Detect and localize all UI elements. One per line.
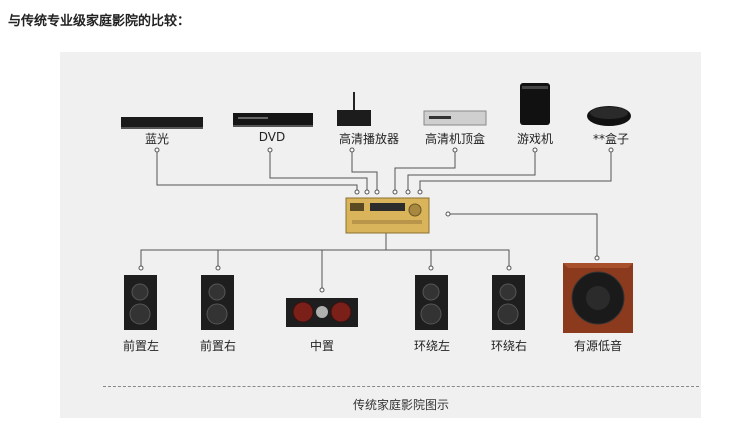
front-left-speaker-icon xyxy=(124,275,157,330)
speaker-label-front-right: 前置右 xyxy=(199,339,237,353)
dvd-player-icon xyxy=(233,113,313,127)
wire-bluray xyxy=(156,150,358,192)
source-label-dvd: DVD xyxy=(258,130,286,144)
wire-console xyxy=(407,150,536,192)
source-label-box: **盒子 xyxy=(592,132,630,146)
wire-stb xyxy=(394,150,456,192)
speaker-label-center: 中置 xyxy=(309,339,335,353)
connection-lines xyxy=(140,150,612,290)
wire-hd-player xyxy=(351,150,378,192)
front-right-speaker-icon xyxy=(201,275,234,330)
av-receiver-icon xyxy=(345,197,430,234)
source-label-bluray: 蓝光 xyxy=(144,132,170,146)
game-console-icon xyxy=(520,83,550,125)
bluray-player-icon xyxy=(121,117,203,129)
speaker-label-surround-left: 环绕左 xyxy=(413,339,451,353)
wire-dvd xyxy=(269,150,368,192)
wire-sub xyxy=(448,213,598,258)
set-top-box-icon xyxy=(423,110,487,126)
wire-dots xyxy=(138,147,614,293)
surround-right-speaker-icon xyxy=(492,275,525,330)
wire-speaker-bus xyxy=(140,249,510,268)
page-heading: 与传统专业级家庭影院的比较： xyxy=(8,14,191,29)
wire-box xyxy=(419,150,612,192)
subwoofer-icon xyxy=(563,263,633,333)
speaker-label-front-left: 前置左 xyxy=(122,339,160,353)
speaker-label-surround-right: 环绕右 xyxy=(490,339,528,353)
center-speaker-icon xyxy=(286,298,358,327)
caption-divider xyxy=(103,386,699,387)
hd-player-icon xyxy=(337,92,371,126)
source-label-hd-player: 高清播放器 xyxy=(338,132,400,146)
media-box-icon xyxy=(587,106,631,126)
diagram-caption: 传统家庭影院图示 xyxy=(352,398,450,412)
surround-left-speaker-icon xyxy=(415,275,448,330)
source-label-console: 游戏机 xyxy=(516,132,554,146)
source-label-stb: 高清机顶盒 xyxy=(424,132,486,146)
speaker-label-subwoofer: 有源低音 xyxy=(573,339,623,353)
